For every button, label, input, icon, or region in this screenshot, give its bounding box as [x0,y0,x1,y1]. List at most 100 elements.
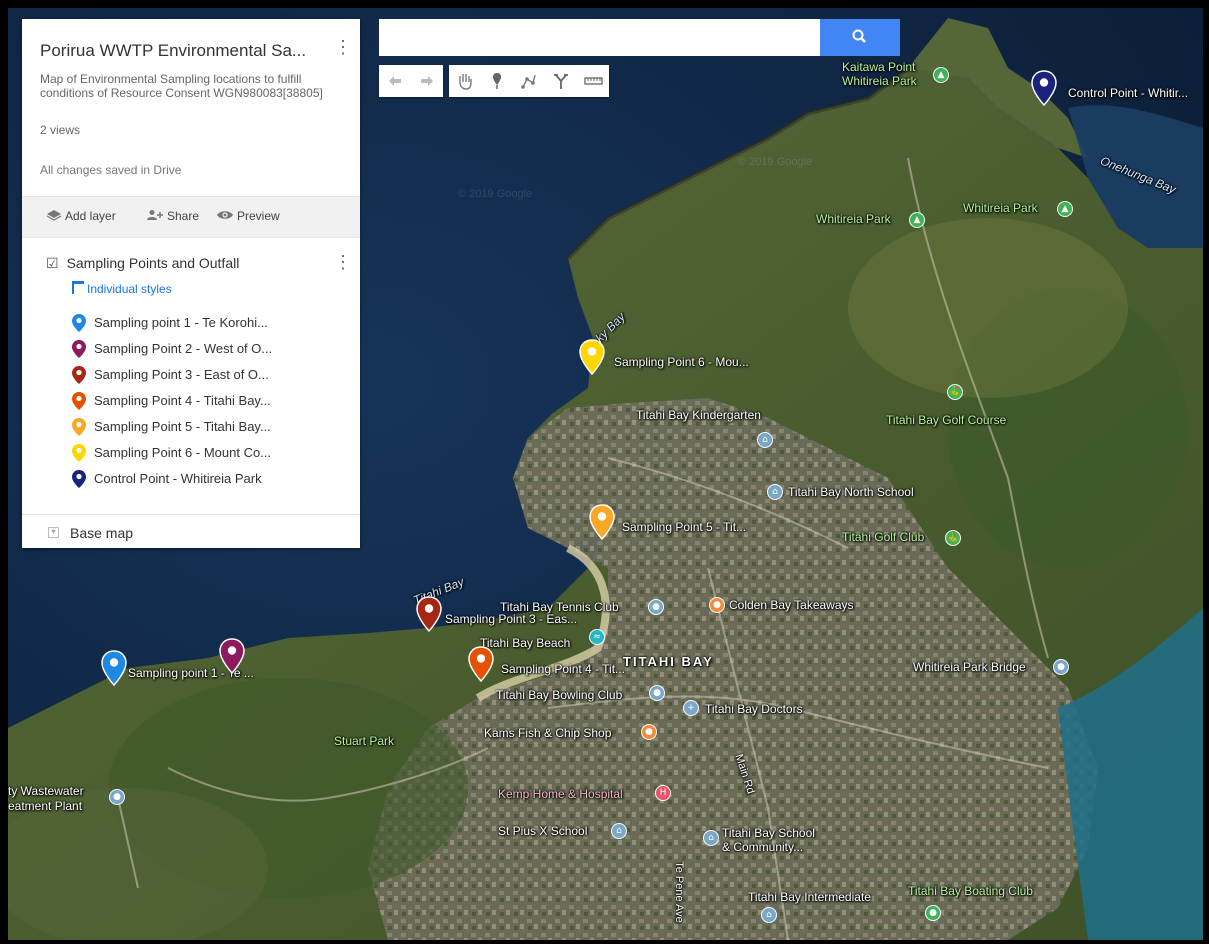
marker-label: Sampling Point 3 - Eas... [445,612,578,626]
map-marker-pin[interactable] [589,504,615,541]
individual-styles-link[interactable]: Individual styles [72,281,172,296]
food-icon[interactable]: ● [641,724,657,740]
place-whitireia-park-2: Whitireia Park [963,201,1038,215]
school-icon[interactable]: ⌂ [761,907,777,923]
park-icon[interactable]: ▲ [909,212,925,228]
search-button[interactable] [820,19,900,56]
place-tennis-club: Titahi Bay Tennis Club [500,600,619,614]
layer-item-label: Sampling point 1 - Te Korohi... [94,315,268,330]
marker-label: Sampling point 1 - Te ... [128,666,254,680]
map-description[interactable]: Map of Environmental Sampling locations … [40,72,323,100]
add-layer-label: Add layer [65,209,116,223]
share-button[interactable]: Share [146,209,199,223]
layer-item[interactable]: Sampling Point 4 - Titahi Bay... [72,391,347,411]
layer-item[interactable]: Sampling Point 2 - West of O... [72,339,347,359]
individual-styles-label: Individual styles [87,282,172,296]
sports-icon[interactable]: ● [649,685,665,701]
layer-options-menu-icon[interactable]: ⋮ [334,252,352,272]
base-map-section[interactable]: ▾ Base map [22,514,360,549]
golf-icon[interactable]: ⛳ [947,384,963,400]
map-marker-pin[interactable] [468,646,494,683]
paint-roller-icon [72,281,84,294]
preview-button[interactable]: Preview [216,209,280,223]
tools-group [449,65,609,97]
redo-icon [421,76,433,86]
food-icon[interactable]: ● [709,597,725,613]
add-directions-button[interactable] [545,65,577,97]
pin-icon [72,470,86,488]
doctor-icon[interactable]: + [683,700,699,716]
place-kemp-home: Kemp Home & Hospital [498,787,623,801]
panel-actions-bar: Add layer Share Preview [22,196,360,238]
map-marker-pin[interactable] [219,638,245,675]
layer-name[interactable]: Sampling Points and Outfall [66,255,240,271]
layer-item-label: Sampling Point 6 - Mount Co... [94,445,272,460]
layer-item-label: Sampling Point 5 - Titahi Bay... [94,419,271,434]
map-legend-panel: Porirua WWTP Environmental Sa... ⋮ Map o… [22,19,360,548]
school-icon[interactable]: ⌂ [757,432,773,448]
history-group [379,65,443,97]
ruler-icon [584,77,603,85]
search-icon [852,29,866,43]
redo-button[interactable] [411,65,443,97]
hospital-icon[interactable]: H [655,785,671,801]
beach-icon[interactable]: ≈ [589,629,605,645]
hand-icon [459,74,472,90]
add-marker-button[interactable] [481,65,513,97]
marker-label: Control Point - Whitir... [1068,86,1189,100]
bridge-icon[interactable]: ● [1053,659,1069,675]
park-icon[interactable]: ▲ [933,67,949,83]
add-layer-button[interactable]: Add layer [46,209,116,223]
base-map-label[interactable]: Base map [70,525,134,541]
school-icon[interactable]: ⌂ [767,484,783,500]
layer-item[interactable]: Sampling Point 3 - East of O... [72,365,347,385]
map-marker-pin[interactable] [416,596,442,633]
layer-item[interactable]: Sampling Point 5 - Titahi Bay... [72,417,347,437]
search-input[interactable] [379,19,820,56]
layer-item-label: Control Point - Whitireia Park [94,471,262,486]
layer-item[interactable]: Control Point - Whitireia Park [72,469,347,489]
boat-icon[interactable]: ● [925,905,941,921]
map-options-menu-icon[interactable]: ⋮ [334,37,352,57]
save-status: All changes saved in Drive [40,163,182,177]
marker-pin-icon [101,650,127,687]
park-icon[interactable]: ▲ [1057,201,1073,217]
add-person-icon [147,210,163,220]
pin-icon [72,340,86,358]
marker-pin-icon [1031,70,1057,107]
layer-item[interactable]: Sampling point 1 - Te Korohi... [72,313,347,333]
layer-item-label: Sampling Point 3 - East of O... [94,367,269,382]
school-icon[interactable]: ⌂ [611,823,627,839]
golf-icon[interactable]: ⛳ [945,530,961,546]
sports-icon[interactable]: ● [648,599,664,615]
layer-header[interactable]: ☑ Sampling Points and Outfall [46,255,239,272]
marker-label: Sampling Point 5 - Tit... [622,520,747,534]
layer-item-label: Sampling Point 4 - Titahi Bay... [94,393,271,408]
place-boating-club: Titahi Bay Boating Club [908,884,1033,898]
undo-button[interactable] [379,65,411,97]
place-park-bridge: Whitireia Park Bridge [913,660,1026,674]
place-north-school: Titahi Bay North School [788,485,914,499]
layer-visibility-checkbox[interactable]: ☑ [46,255,59,271]
pan-hand-button[interactable] [449,65,481,97]
directions-icon [554,74,568,89]
pin-icon [72,366,86,384]
measure-button[interactable] [577,65,609,97]
marker-icon [493,73,501,89]
place-fish-chip-shop: Kams Fish & Chip Shop [484,726,612,740]
expand-icon[interactable]: ▾ [48,527,59,538]
place-whitireia-park-top: Whitireia Park [842,74,917,88]
pin-icon [72,418,86,436]
utility-icon[interactable]: ● [109,789,125,805]
map-title[interactable]: Porirua WWTP Environmental Sa... [40,41,307,60]
map-marker-pin[interactable] [101,650,127,687]
place-whitireia-park-1: Whitireia Park [816,212,891,226]
pin-icon [72,314,86,332]
layer-item[interactable]: Sampling Point 6 - Mount Co... [72,443,347,463]
place-golf-club: Titahi Golf Club [842,530,925,544]
draw-line-button[interactable] [513,65,545,97]
school-icon[interactable]: ⌂ [703,830,719,846]
map-marker-pin[interactable] [1031,70,1057,107]
satellite-map[interactable] [8,8,1203,940]
map-marker-pin[interactable] [579,339,605,376]
